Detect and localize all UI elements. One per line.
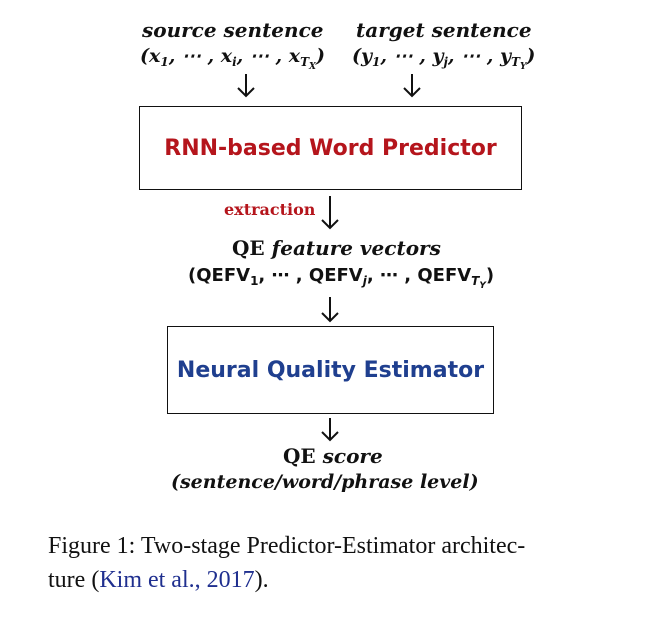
arrow-target-to-predictor xyxy=(403,74,421,98)
citation-link[interactable]: Kim et al., 2017 xyxy=(99,567,255,593)
quality-estimator-box: Neural Quality Estimator xyxy=(167,326,494,414)
arrow-qefv-to-estimator xyxy=(321,297,339,323)
quality-estimator-label: Neural Quality Estimator xyxy=(176,357,485,383)
qe-score-levels: (sentence/word/phrase level) xyxy=(171,471,479,493)
arrow-estimator-to-score xyxy=(321,418,339,442)
qe-score-title: QE score xyxy=(283,444,383,468)
figure-caption-line1: Figure 1: Two-stage Predictor-Estimator … xyxy=(48,533,526,559)
arrow-predictor-to-qefv xyxy=(321,196,339,230)
figure-caption-line2: ture (Kim et al., 2017). xyxy=(48,567,269,593)
target-sentence-title: target sentence xyxy=(356,18,532,42)
arrow-source-to-predictor xyxy=(237,74,255,98)
qefv-title: QE feature vectors xyxy=(232,236,441,260)
word-predictor-box: RNN-based Word Predictor xyxy=(139,106,522,190)
extraction-label: extraction xyxy=(224,200,316,219)
target-sequence: (y1, ⋯ , yj, ⋯ , yTY) xyxy=(352,45,536,72)
source-sequence: (x1, ⋯ , xi, ⋯ , xTX) xyxy=(140,45,325,72)
source-sentence-title: source sentence xyxy=(142,18,324,42)
word-predictor-label: RNN-based Word Predictor xyxy=(164,135,497,161)
qefv-sequence: (QEFV1, ⋯ , QEFVj, ⋯ , QEFVTY) xyxy=(188,265,495,291)
